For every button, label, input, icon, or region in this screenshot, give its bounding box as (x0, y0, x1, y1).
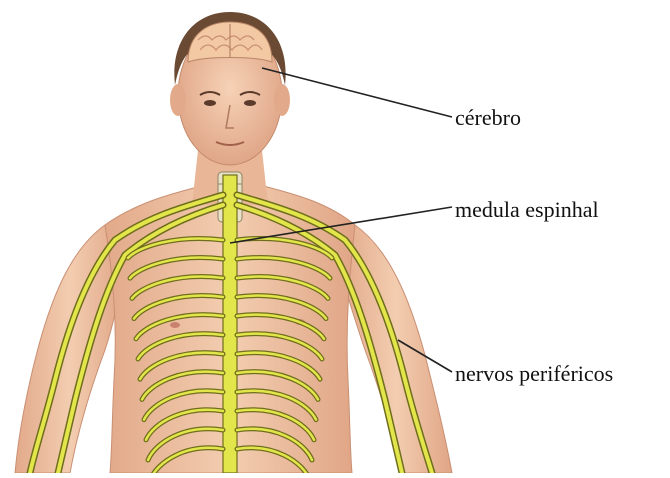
label-spinal-cord: medula espinhal (455, 199, 599, 221)
leader-line-brain (262, 68, 452, 117)
label-peripheral-nerves: nervos periféricos (455, 363, 613, 385)
label-brain: cérebro (455, 107, 521, 129)
